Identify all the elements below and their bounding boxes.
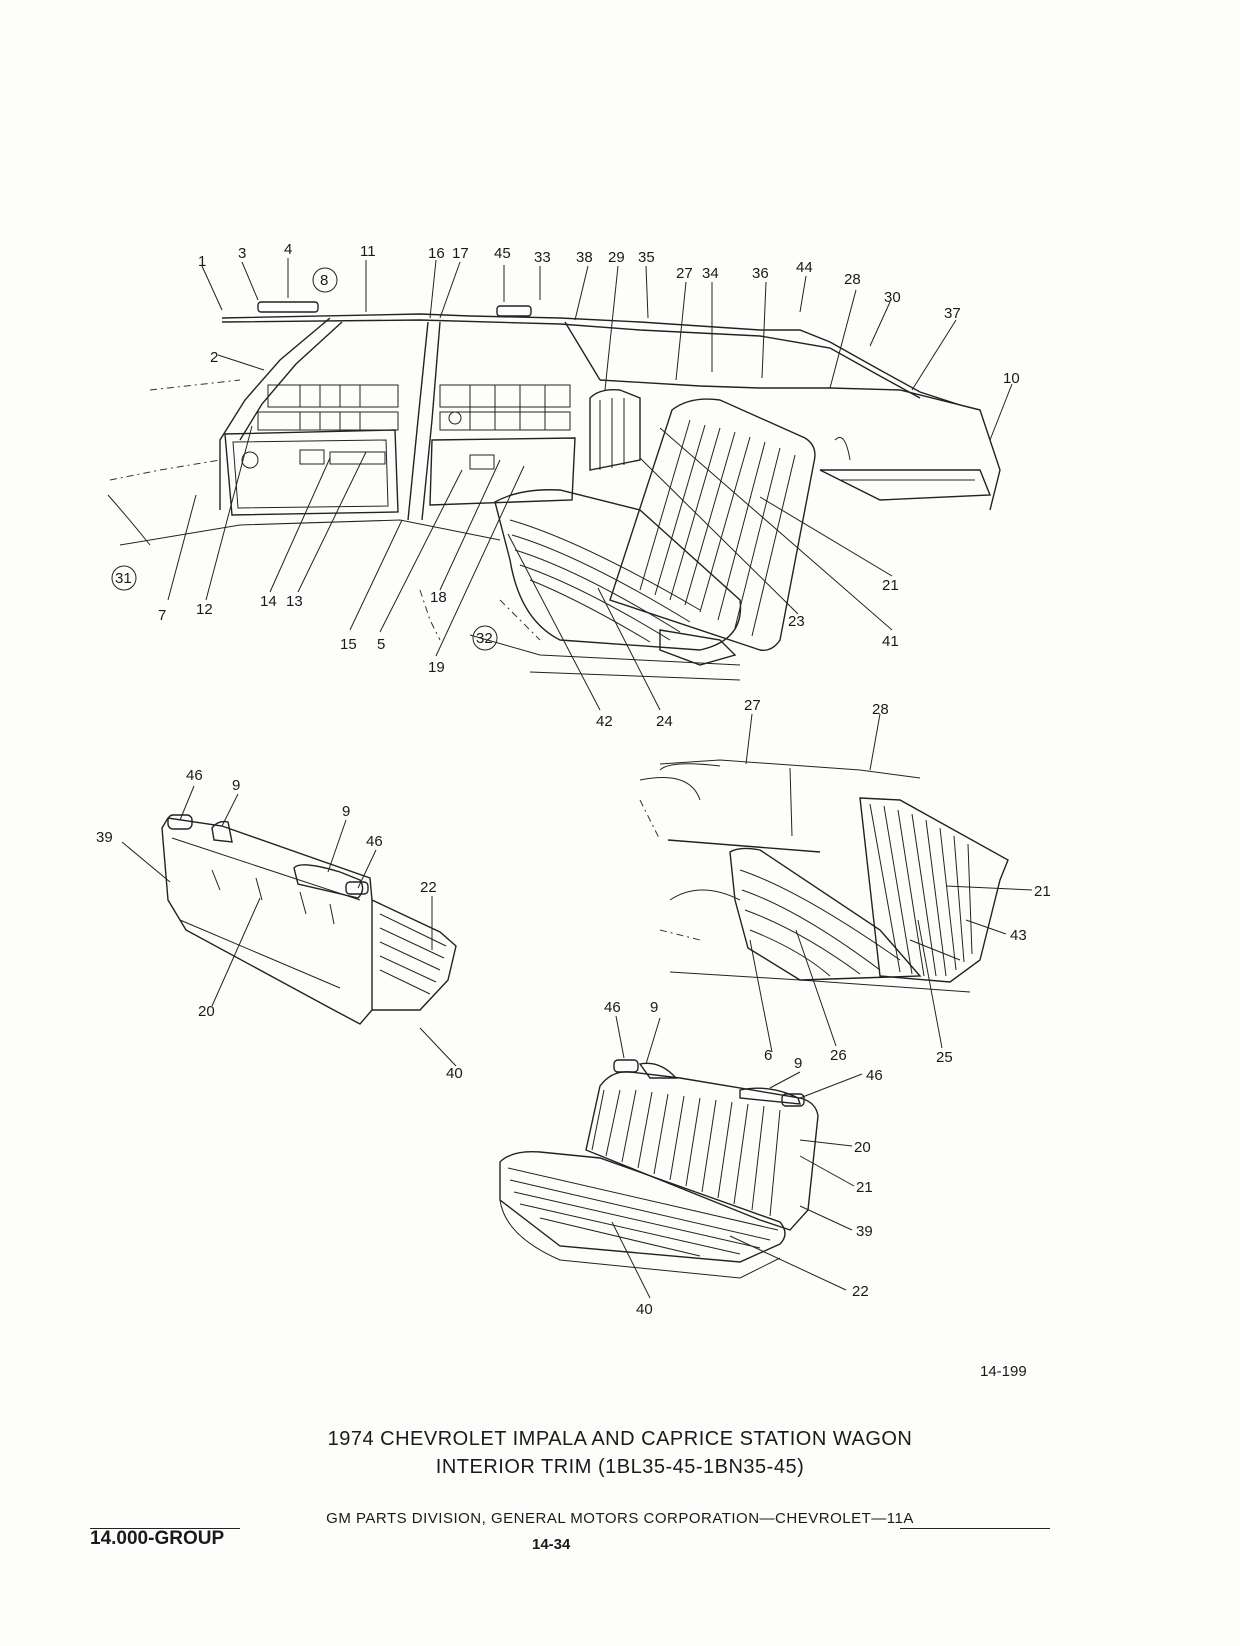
callout-20: 20 (198, 1003, 215, 1020)
callout-26: 26 (830, 1047, 847, 1064)
callout-24: 24 (656, 713, 673, 730)
callout-21: 21 (856, 1179, 873, 1196)
callout-13: 13 (286, 593, 303, 610)
callout-4: 4 (284, 241, 292, 258)
callout-11: 11 (360, 243, 376, 260)
callout-39: 39 (856, 1223, 873, 1240)
callout-46: 46 (366, 833, 383, 850)
page-title: 1974 CHEVROLET IMPALA AND CAPRICE STATIO… (327, 1428, 913, 1450)
rear-door-trim-ribs (439, 384, 571, 431)
callout-29: 29 (608, 249, 625, 266)
callout-20: 20 (854, 1139, 871, 1156)
footer-rule (90, 1518, 1050, 1538)
third-seat-drawing (161, 814, 457, 1025)
callout-18: 18 (430, 589, 447, 606)
callout-21: 21 (1034, 883, 1051, 900)
callout-9: 9 (650, 999, 658, 1016)
callout-32: 32 (476, 630, 493, 647)
figure-number: 14-199 (980, 1363, 1027, 1380)
callout-38: 38 (576, 249, 593, 266)
callout-31: 31 (115, 570, 132, 587)
callout-42: 42 (596, 713, 613, 730)
callout-43: 43 (1010, 927, 1027, 944)
callout-46: 46 (186, 767, 203, 784)
page-subtitle: INTERIOR TRIM (1BL35-45-1BN35-45) (435, 1456, 805, 1478)
footer-publisher: GM PARTS DIVISION, GENERAL MOTORS CORPOR… (326, 1510, 914, 1527)
callout-10: 10 (1003, 370, 1020, 387)
callout-41: 41 (882, 633, 899, 650)
callout-39: 39 (96, 829, 113, 846)
callout-16: 16 (428, 245, 445, 262)
diagram-2-callouts: 9 9 20 22 39 40 46 46 (96, 767, 463, 1082)
callout-6: 6 (764, 1047, 772, 1064)
callout-40: 40 (446, 1065, 463, 1082)
callout-8: 8 (320, 272, 328, 289)
callout-15: 15 (340, 636, 357, 653)
callout-23: 23 (788, 613, 805, 630)
callout-46: 46 (604, 999, 621, 1016)
callout-44: 44 (796, 259, 813, 276)
group-label: 14.000-GROUP (90, 1528, 225, 1549)
callout-9: 9 (794, 1055, 802, 1072)
callout-12: 12 (196, 601, 213, 618)
callout-22: 22 (420, 879, 437, 896)
callout-46: 46 (866, 1067, 883, 1084)
callout-25: 25 (936, 1049, 953, 1066)
callout-19: 19 (428, 659, 445, 676)
callout-21: 21 (882, 577, 899, 594)
diagram-4-leaders (611, 1015, 863, 1299)
callout-17: 17 (452, 245, 469, 262)
callout-9: 9 (342, 803, 350, 820)
diagram-1-callouts: 1 2 3 4 5 7 8 10 11 12 13 14 15 16 17 18… (111, 241, 1020, 730)
diagram-2-leaders (121, 785, 457, 1067)
callout-40: 40 (636, 1301, 653, 1318)
callout-22: 22 (852, 1283, 869, 1300)
callout-1: 1 (198, 253, 206, 270)
callout-45: 45 (494, 245, 511, 262)
page-number: 14-34 (532, 1536, 571, 1553)
interior-overview-drawing (107, 301, 1001, 681)
callout-14: 14 (260, 593, 277, 610)
diagram-3-callouts: 6 21 25 26 27 28 43 (744, 697, 1051, 1066)
callout-5: 5 (377, 636, 385, 653)
callout-35: 35 (638, 249, 655, 266)
callout-34: 34 (702, 265, 719, 282)
callout-7: 7 (158, 607, 166, 624)
callout-33: 33 (534, 249, 551, 266)
front-door-trim-ribs (257, 384, 399, 431)
callout-27: 27 (676, 265, 693, 282)
second-seat-drawing (639, 759, 1009, 993)
callout-9: 9 (232, 777, 240, 794)
front-seat-cushion (494, 489, 742, 651)
callout-36: 36 (752, 265, 769, 282)
callout-28: 28 (872, 701, 889, 718)
front-seat-back (609, 398, 816, 651)
callout-3: 3 (238, 245, 246, 262)
callout-37: 37 (944, 305, 961, 322)
callout-30: 30 (884, 289, 901, 306)
bench-seat-drawing (499, 1059, 819, 1279)
diagram-1-leaders (167, 258, 1013, 711)
diagram-4-callouts: 9 9 20 21 22 39 40 46 46 (604, 999, 883, 1318)
callout-2: 2 (210, 349, 218, 366)
diagram-3-leaders (745, 713, 1033, 1053)
callout-27: 27 (744, 697, 761, 714)
callout-28: 28 (844, 271, 861, 288)
